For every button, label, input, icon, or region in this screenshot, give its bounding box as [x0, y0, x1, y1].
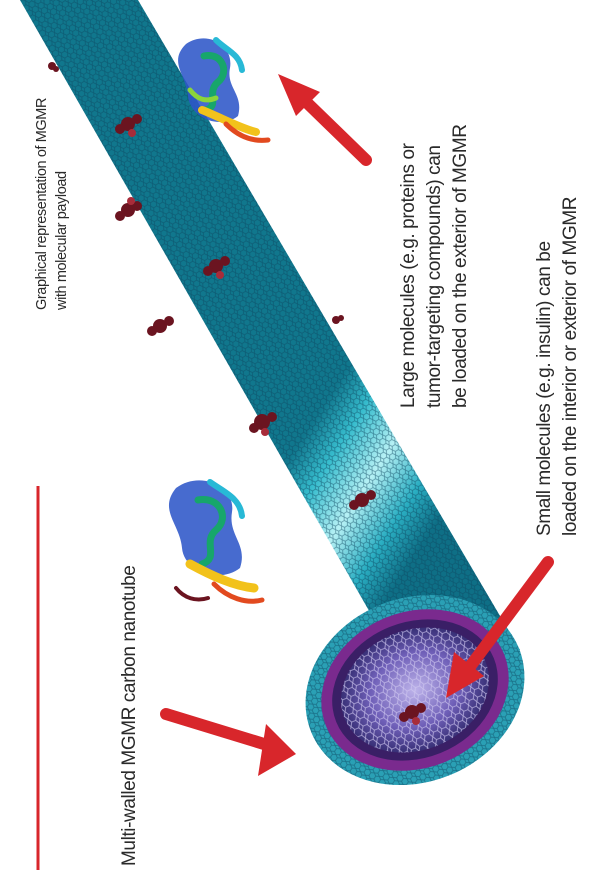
- arrow-large-molecules: [278, 74, 366, 160]
- protein-payload-bottom: [169, 480, 262, 601]
- small-molecule: [332, 315, 344, 324]
- label-large-line-1: Large molecules (e.g. proteins or: [396, 124, 422, 408]
- header-caption-line-1: Graphical representation of MGMR: [32, 98, 52, 310]
- header-caption-line-2: with molecular payload: [52, 98, 72, 310]
- label-small-line-1: Small molecules (e.g. insulin) can be: [532, 197, 558, 536]
- label-large-line-3: be loaded on the exterior of MGMR: [448, 124, 474, 408]
- small-molecule: [147, 316, 174, 336]
- label-small-line-2: loaded on the interior or exterior of MG…: [558, 197, 584, 536]
- header-caption: Graphical representation of MGMR with mo…: [32, 98, 72, 310]
- label-small-molecules: Small molecules (e.g. insulin) can be lo…: [532, 197, 584, 536]
- label-nanotube-text: Multi-walled MGMR carbon nanotube: [118, 566, 142, 866]
- arrow-nanotube: [166, 714, 296, 776]
- label-large-molecules: Large molecules (e.g. proteins or tumor-…: [396, 124, 474, 408]
- label-large-line-2: tumor-targeting compounds) can: [422, 124, 448, 408]
- label-nanotube: Multi-walled MGMR carbon nanotube: [118, 566, 142, 866]
